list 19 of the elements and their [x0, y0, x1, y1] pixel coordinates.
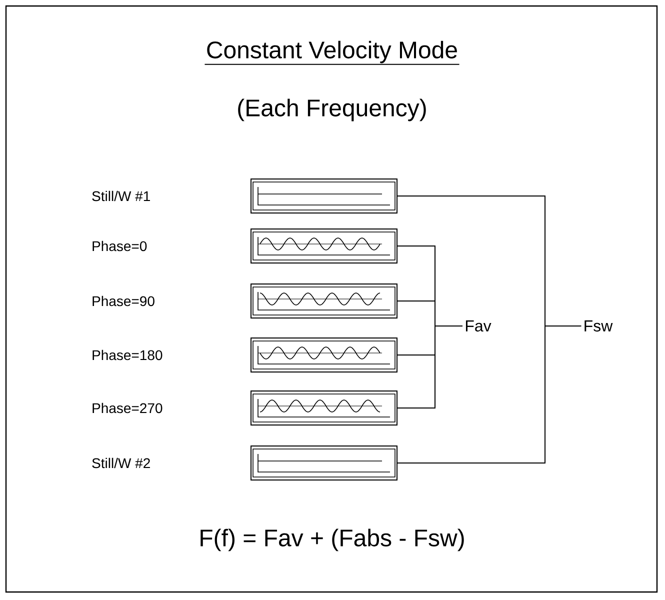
- row-label: Still/W #2: [92, 458, 150, 468]
- title: Constant Velocity Mode: [207, 40, 457, 64]
- waveform-box: [250, 446, 398, 480]
- waveform-box: [250, 338, 398, 372]
- waveform-box: [250, 390, 398, 426]
- waveform-box: [250, 178, 398, 214]
- row-label: Phase=270: [92, 402, 162, 414]
- formula-text: F(f) = Fav + (Fabs - Fsw): [200, 528, 464, 552]
- row-label: Phase=180: [92, 350, 162, 360]
- row-label: Still/W #1: [92, 190, 150, 202]
- bracket-line: [397, 326, 582, 464]
- subtitle: (Each Frequency): [238, 98, 426, 122]
- waveform-box: [250, 228, 398, 264]
- output-label: Fsw: [584, 320, 613, 332]
- waveform-box: [250, 284, 398, 318]
- output-label: Fav: [466, 320, 492, 332]
- row-label: Phase=90: [92, 296, 154, 306]
- bracket-line: [397, 326, 463, 408]
- row-label: Phase=0: [92, 240, 147, 252]
